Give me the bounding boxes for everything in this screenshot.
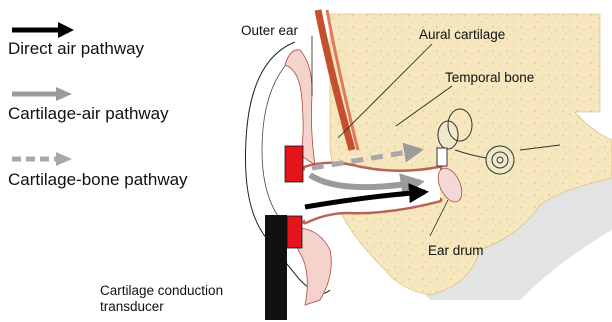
- label-transducer-line1: Cartilage conduction: [100, 283, 223, 299]
- label-outer-ear: Outer ear: [241, 23, 298, 38]
- legend-label-cartilage-bone: Cartilage-bone pathway: [8, 171, 188, 189]
- transducer-red-pad: [287, 216, 302, 248]
- label-aural-cartilage: Aural cartilage: [419, 27, 505, 42]
- legend-arrow-cartilage-bone: [12, 152, 72, 166]
- legend-arrow-direct-air: [12, 22, 74, 38]
- label-transducer-line2: transducer: [100, 299, 223, 315]
- outer-ear-inner-fold: [262, 60, 290, 225]
- transducer-body: [265, 215, 287, 320]
- legend-arrow-cartilage-air: [12, 87, 72, 101]
- legend-label-cartilage-air: Cartilage-air pathway: [8, 105, 169, 123]
- label-ear-drum: Ear drum: [428, 243, 484, 258]
- tragus-region: [298, 228, 331, 305]
- transducer-red-upper-pad: [285, 146, 303, 182]
- label-temporal-bone: Temporal bone: [445, 70, 534, 85]
- legend-label-direct-air: Direct air pathway: [8, 40, 144, 58]
- label-transducer: Cartilage conduction transducer: [100, 283, 223, 315]
